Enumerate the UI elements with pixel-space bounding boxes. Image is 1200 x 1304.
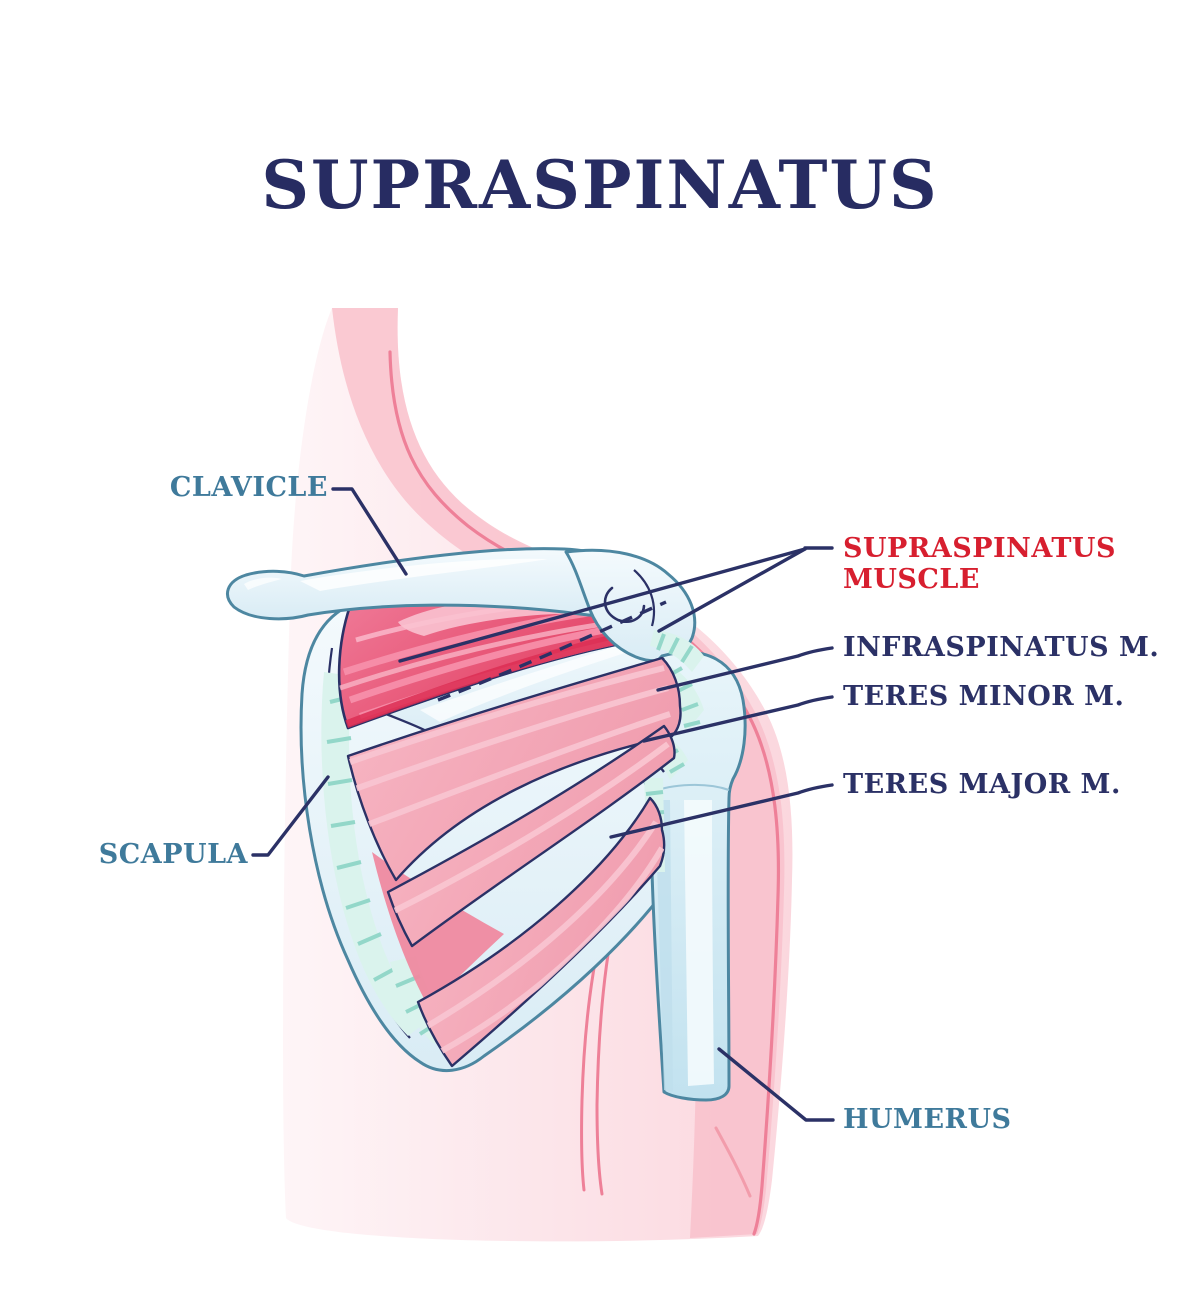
teres-major-label: TERES MAJOR M.	[843, 769, 1121, 800]
supraspinatus-leader-line-tendon	[657, 547, 807, 633]
scapula-leader-line	[251, 775, 330, 857]
clavicle-label: CLAVICLE	[169, 472, 328, 503]
clavicle-highlight	[300, 558, 548, 591]
clavicle-leader-line	[331, 487, 408, 576]
supraspinatus-leader-line-belly	[398, 547, 807, 663]
humerus-shaft-highlight	[684, 800, 714, 1086]
supraspinatus-muscle-label-line1: SUPRASPINATUS	[843, 533, 1116, 564]
hidden-outline-dashed	[437, 600, 667, 702]
infraspinatus-label: INFRASPINATUS M.	[843, 632, 1160, 663]
infraspinatus-stripes	[349, 665, 671, 829]
humerus-leader-line	[717, 1047, 835, 1122]
teres-major-leader-line	[609, 783, 834, 839]
teres-major-stripes	[422, 820, 665, 1055]
arm-fold-line	[714, 1126, 752, 1198]
posterior-muscle-bundles	[346, 656, 682, 1068]
humerus-shaft-shade	[655, 800, 673, 1092]
supraspinatus-insertion-stripes	[656, 633, 694, 664]
neck-shade-band	[332, 308, 592, 606]
supraspinatus-muscle-label-line2: MUSCLE	[843, 564, 980, 595]
teres-major-bundle	[416, 796, 666, 1068]
acromion-curl	[603, 586, 646, 623]
clavicle-tip-highlight	[244, 577, 282, 590]
teres-minor-label: TERES MINOR M.	[843, 681, 1125, 712]
teres-minor-stripes	[390, 741, 670, 915]
acromion-inner-edge	[633, 569, 656, 627]
infraspinatus-leader-line	[656, 646, 834, 692]
supraspinatus-muscle-label: SUPRASPINATUS MUSCLE	[843, 533, 1116, 595]
teres-minor-leader-line	[642, 695, 834, 743]
armpit-crease-right	[595, 918, 616, 1196]
scapula-spine-highlight	[420, 636, 652, 722]
humerus-label: HUMERUS	[843, 1104, 1012, 1135]
scapula-label: SCAPULA	[98, 839, 248, 870]
page-title: SUPRASPINATUS	[261, 146, 939, 224]
leader-lines	[251, 487, 835, 1122]
scapula-medial-tendon-band	[321, 672, 426, 1036]
scapula-medial-tendon-stripes	[326, 694, 397, 982]
